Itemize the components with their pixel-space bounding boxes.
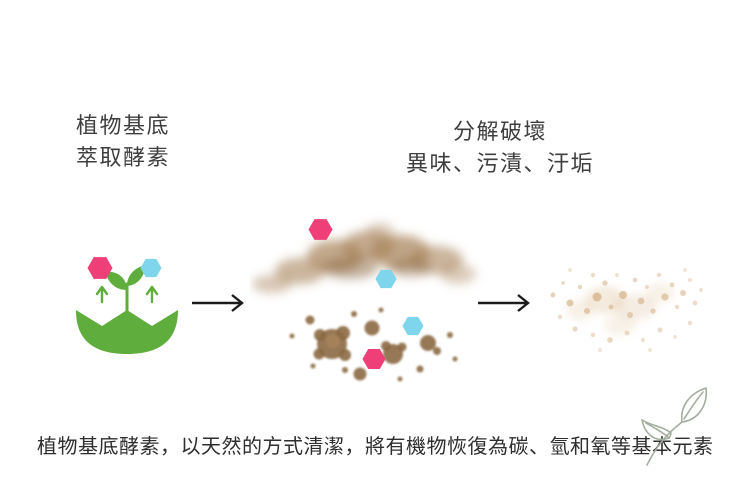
pot-body [76, 310, 178, 354]
leaf-vein-large [683, 391, 704, 420]
leaf-logo-icon [641, 387, 708, 466]
arrow-right-icon-1 [192, 294, 244, 312]
pink-enzyme-hexagon [308, 219, 333, 240]
stage2-label-line1: 分解破壞 [452, 119, 547, 144]
pink-enzyme-hexagon [362, 349, 386, 369]
leaf-stem [646, 421, 683, 466]
blue-enzyme-hexagon [375, 269, 397, 289]
blue-enzyme-hexagon [140, 258, 162, 278]
stage1-label: 植物基底 萃取酵素 [76, 110, 170, 174]
leaf-blade-large [680, 387, 708, 423]
speckle-soft-blobs [566, 283, 674, 335]
stage1-label-line1: 植物基底 [76, 113, 171, 138]
stage1-label-line2: 萃取酵素 [76, 145, 171, 170]
pot-up-arrow-right [145, 285, 159, 304]
dirt-clumps [289, 307, 458, 382]
pot-up-arrow-left [95, 285, 109, 304]
dissolved-particles-icon [550, 268, 703, 352]
stage2-label-line2: 異味、污漬、汙垢 [405, 151, 594, 176]
sprout-leaf-right [127, 265, 146, 286]
smoke-puffs [252, 223, 476, 293]
stage2-label: 分解破壞 異味、污漬、汙垢 [360, 116, 640, 180]
dirt-smoke-cloud-icon [252, 223, 476, 382]
leaf-blade-small [641, 419, 672, 441]
leaf-vein-small [645, 422, 669, 438]
blue-enzyme-hexagon [402, 316, 424, 336]
sprout-leaf-left [105, 271, 127, 290]
bottom-caption: 植物基底酵素，以天然的方式清潔，將有機物恢復為碳、氫和氧等基本元素 [37, 436, 714, 458]
plant-pot-icon [76, 257, 178, 354]
arrow-right-icon-2 [478, 294, 530, 312]
speckle-dots [550, 268, 703, 352]
